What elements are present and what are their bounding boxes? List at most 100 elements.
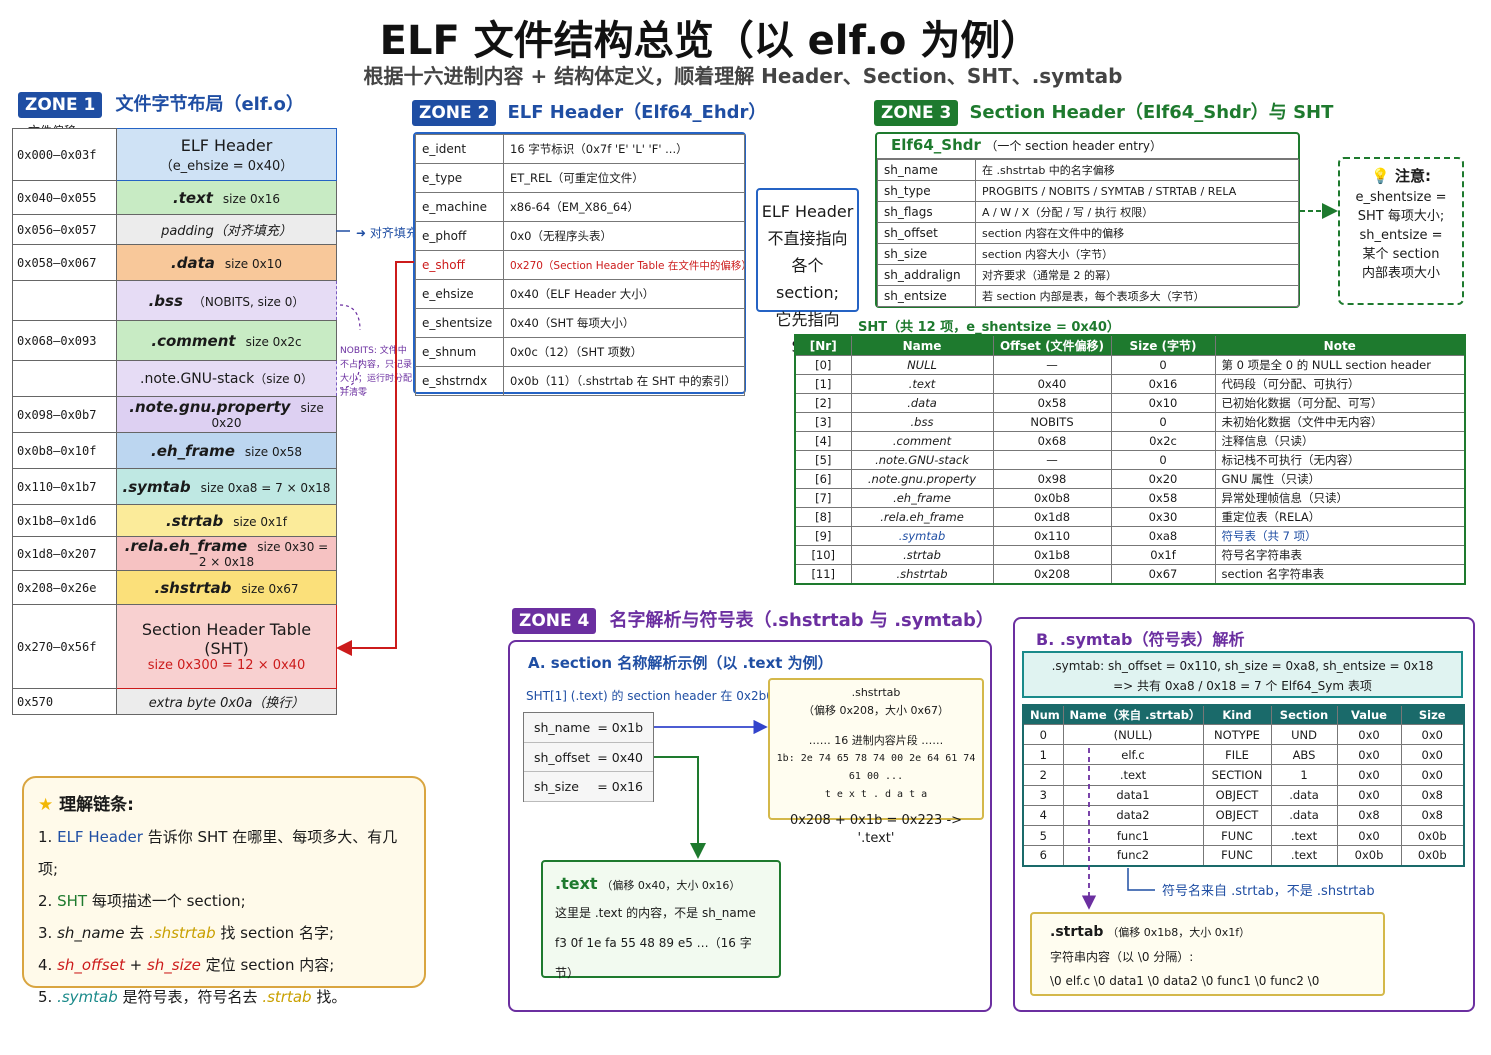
layout-section-size: （size 0） — [254, 372, 313, 386]
sht-caption-text: SHT（共 12 项，e_shentsize = 0x40） — [858, 320, 1120, 335]
layout-offset: 0x208–0x26e — [12, 570, 117, 605]
symtab-header-cell: Kind — [1202, 704, 1272, 725]
chain-title: 理解链条: — [59, 795, 134, 815]
chain-item-mid: 是符号表，符号名去 — [122, 988, 258, 1006]
sht-cell: .text — [850, 374, 994, 394]
layout-section-name: Section Header Table (SHT) — [141, 620, 312, 658]
symtab-cell: UND — [1270, 723, 1338, 746]
shstrtab-box: .shstrtab （偏移 0x208，大小 0x67） …… 16 进制内容片… — [768, 678, 984, 846]
chain-item: 1. ELF Header 告诉你 SHT 在哪里、每项多大、有几项; — [38, 821, 410, 885]
symtab-cell: 0x0b — [1400, 845, 1465, 867]
layout-offset: 0x1b8–0x1d6 — [12, 504, 117, 537]
layout-row: .note.GNU-stack（size 0） — [12, 360, 337, 397]
zone4-header: ZONE 4 名字解析与符号表（.shstrtab 与 .symtab） — [512, 606, 994, 634]
chain-item-rest: 找。 — [316, 988, 347, 1006]
chain-item-rest: 找 section 名字; — [220, 924, 335, 942]
ehdr-field: e_shoff — [415, 250, 504, 280]
symtab-cell: 6 — [1022, 845, 1064, 867]
layout-section-size: size 0x16 — [222, 191, 280, 206]
layout-section-size: size 0x20 — [211, 401, 324, 430]
layout-section-name: .strtab — [166, 511, 224, 530]
sht-cell: NULL — [850, 355, 994, 375]
layout-section: extra byte 0x0a（换行） — [116, 688, 337, 715]
zone1-heading: 文件字节布局（elf.o） — [115, 94, 304, 115]
symtab-cell: 0x0 — [1336, 784, 1402, 806]
symtab-info-box: .symtab: sh_offset = 0x110, sh_size = 0x… — [1022, 651, 1463, 698]
sht-cell: 标记栈不可执行（无内容） — [1214, 450, 1466, 470]
notice-line: 内部表项大小 — [1361, 266, 1440, 281]
layout-section: padding（对齐填充） — [116, 214, 337, 245]
layout-section: .shstrtab size 0x67 — [116, 570, 337, 605]
text-section-box: .text （偏移 0x40，大小 0x16） 这里是 .text 的内容，不是… — [541, 860, 781, 980]
sht-cell: [3] — [794, 412, 852, 432]
zone2-heading: ELF Header（Elf64_Ehdr） — [507, 102, 767, 123]
sht-cell: 0x208 — [992, 564, 1112, 585]
shdr-field: sh_flags — [877, 201, 976, 223]
layout-section-size: size 0x300 = 12 × 0x40 — [147, 658, 306, 673]
shstrtab-chars: t e x t . d a t a — [824, 789, 928, 800]
text-section-hex: f3 0f 1e fa 55 48 89 e5 …（16 字节） — [555, 936, 752, 980]
chain-item: 5. .symtab 是符号表，符号名去 .strtab 找。 — [38, 981, 410, 1013]
notice-line: 某个 section — [1362, 247, 1440, 262]
shdr-field: sh_addralign — [877, 264, 976, 286]
layout-section-size: size 0x1f — [233, 514, 287, 529]
chain-item: 2. SHT 每项描述一个 section; — [38, 885, 410, 917]
sym-note: 符号名来自 .strtab，不是 .shstrtab — [1162, 884, 1375, 899]
text-shdr-field: sh_size= 0x16 — [524, 772, 653, 802]
chain-item: 4. sh_offset + sh_size 定位 section 内容; — [38, 949, 410, 981]
chain-item-key: sh_offset — [57, 956, 125, 974]
shdr-field: sh_offset — [877, 222, 976, 244]
layout-section-name: .shstrtab — [154, 578, 232, 597]
text-shdr-key: sh_size — [534, 779, 579, 795]
shstrtab-hex: 1b: 2e 74 65 78 74 00 2e 64 61 74 61 00 … — [776, 753, 976, 782]
layout-section-name: .data — [171, 253, 215, 272]
chain-item-rest: 定位 section 内容; — [205, 956, 335, 974]
layout-offset: 0x068–0x093 — [12, 320, 117, 361]
chain-item-key: ELF Header — [57, 828, 143, 846]
layout-section-size: size 0x67 — [241, 581, 299, 596]
sht-header-cell: Offset (文件偏移) — [992, 334, 1112, 356]
symtab-header-cell: Value — [1336, 704, 1402, 725]
shstrtab-title: .shstrtab — [851, 686, 901, 699]
notice-line: SHT 每项大小; — [1357, 209, 1445, 224]
nobits-bracket — [339, 304, 361, 389]
layout-section-name: .comment — [151, 331, 236, 350]
sht-header-cell: Note — [1214, 334, 1466, 356]
chain-item-mid: 去 — [129, 924, 145, 942]
text-shdr-key: sh_name — [534, 720, 591, 735]
sht-cell: .note.gnu.property — [850, 469, 994, 489]
sht-cell: .note.GNU-stack — [850, 450, 994, 470]
shdr-field: sh_entsize — [877, 285, 976, 307]
zone1-badge: ZONE 1 — [18, 92, 103, 118]
ehdr-value: 0x270（Section Header Table 在文件中的偏移） — [503, 250, 745, 280]
ehdr-field: e_shentsize — [415, 308, 504, 338]
sht-header-cell: Size (字节) — [1110, 334, 1216, 356]
notice-box: 💡 注意: e_shentsize = SHT 每项大小; sh_entsize… — [1338, 157, 1464, 305]
symtab-info-line: .symtab: sh_offset = 0x110, sh_size = 0x… — [1051, 659, 1434, 673]
sht-cell: [9] — [794, 526, 852, 546]
zone2-badge: ZONE 2 — [412, 100, 497, 126]
zone1-header: ZONE 1 文件字节布局（elf.o） — [18, 90, 304, 118]
layout-offset: 0x056–0x057 — [12, 214, 117, 245]
layout-offset: 0x040–0x055 — [12, 180, 117, 215]
symtab-header-cell: Section — [1270, 704, 1338, 725]
zone4b-panel — [1013, 617, 1475, 1012]
zone3-badge: ZONE 3 — [874, 100, 959, 126]
chain-item-key: .symtab — [57, 988, 118, 1006]
ehdr-value: 0x0（无程序头表） — [503, 221, 745, 251]
